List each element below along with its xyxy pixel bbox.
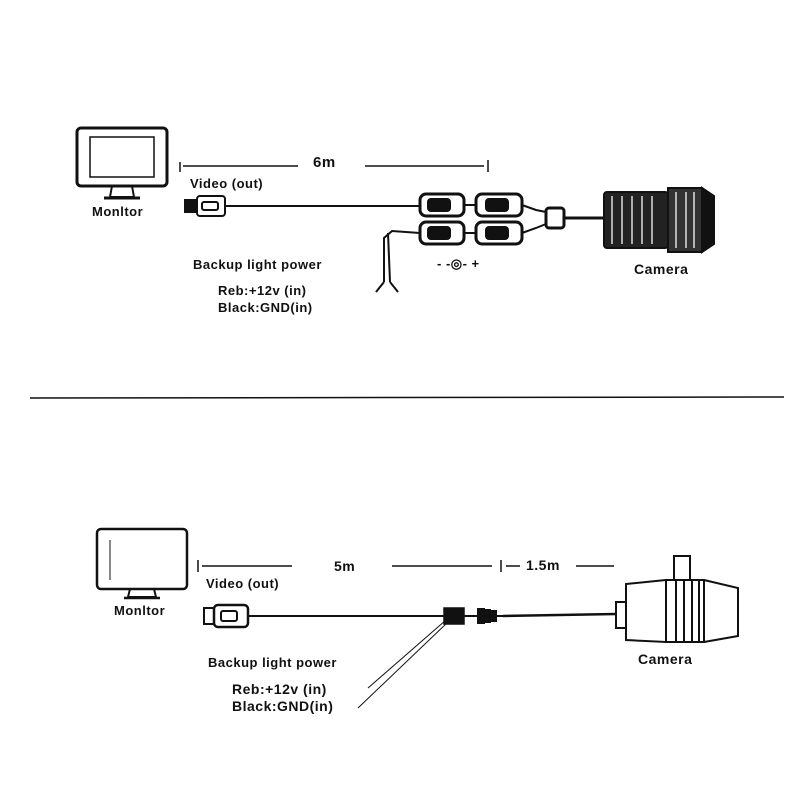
bottom-monitor-icon — [95, 527, 189, 600]
bottom-power-leads — [357, 619, 449, 709]
bottom-video-label: Video (out) — [206, 576, 280, 591]
top-power-lead — [375, 229, 421, 293]
top-distance-line — [179, 160, 489, 172]
top-camera-icon — [603, 186, 715, 254]
bottom-black-wire-label: Black:GND(in) — [232, 698, 334, 714]
bottom-video-plug — [203, 603, 250, 629]
top-dc-polarity-label: - -◎- + — [437, 256, 480, 271]
bottom-power-label: Backup light power — [208, 655, 337, 670]
top-distance-label: 6m — [313, 154, 336, 171]
top-video-label: Video (out) — [190, 176, 264, 191]
top-red-wire-label: Reb:+12v (in) — [218, 283, 307, 298]
top-camera-label: Camera — [634, 261, 689, 277]
top-monitor-icon — [75, 126, 169, 200]
top-power-label: Backup light power — [193, 257, 322, 272]
bottom-camera-label: Camera — [638, 651, 693, 667]
top-black-wire-label: Black:GND(in) — [218, 300, 313, 315]
top-video-connector-pair — [418, 192, 524, 218]
top-power-connector-pair — [418, 220, 524, 246]
section-divider — [29, 396, 785, 399]
bottom-junction-block — [443, 607, 478, 625]
bottom-camera-icon — [615, 555, 739, 644]
top-video-plug — [184, 195, 235, 217]
bottom-distance-line — [197, 560, 614, 572]
bottom-distance-label-5m: 5m — [334, 558, 356, 574]
top-monitor-label: Monltor — [92, 204, 144, 219]
top-camera-splitter — [521, 204, 604, 234]
bottom-monitor-label: Monltor — [114, 603, 166, 618]
bottom-red-wire-label: Reb:+12v (in) — [232, 681, 327, 697]
bottom-aviation-plug — [477, 608, 617, 624]
bottom-distance-label-1-5m: 1.5m — [526, 557, 560, 573]
